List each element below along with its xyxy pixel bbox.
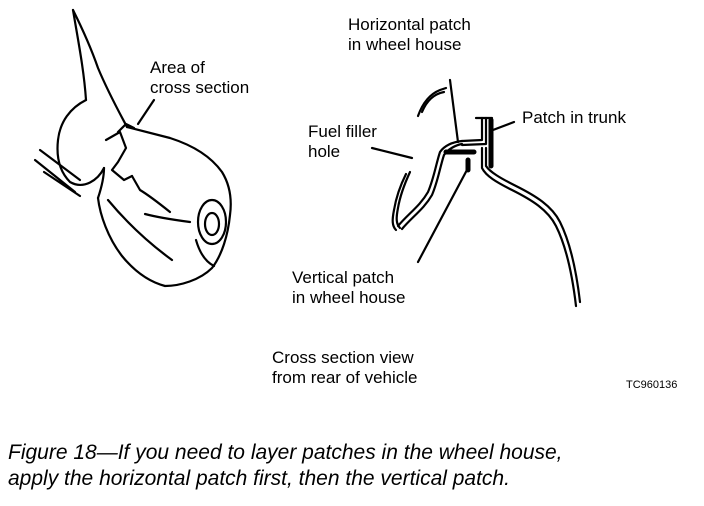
- vehicle-quarter-sketch: [33, 8, 232, 288]
- caption-line-2: apply the horizontal patch first, then t…: [8, 467, 510, 490]
- caption-line-1: Figure 18—If you need to layer patches i…: [8, 441, 563, 464]
- fuel-filler-hole-label: Fuel filler hole: [308, 122, 377, 161]
- vertical-patch-label: Vertical patch in wheel house: [292, 268, 406, 307]
- patch-in-trunk-label: Patch in trunk: [522, 108, 626, 127]
- patches: [443, 117, 494, 173]
- horizontal-patch-label: Horizontal patch in wheel house: [348, 15, 471, 54]
- figure-code: TC960136: [626, 379, 678, 391]
- area-of-cross-section-label: Area of cross section: [150, 58, 250, 97]
- figure-caption: Figure 18—If you need to layer patches i…: [8, 440, 698, 492]
- cross-section-sketch: [136, 78, 582, 308]
- cross-section-view-label: Cross section view from rear of vehicle: [272, 348, 418, 387]
